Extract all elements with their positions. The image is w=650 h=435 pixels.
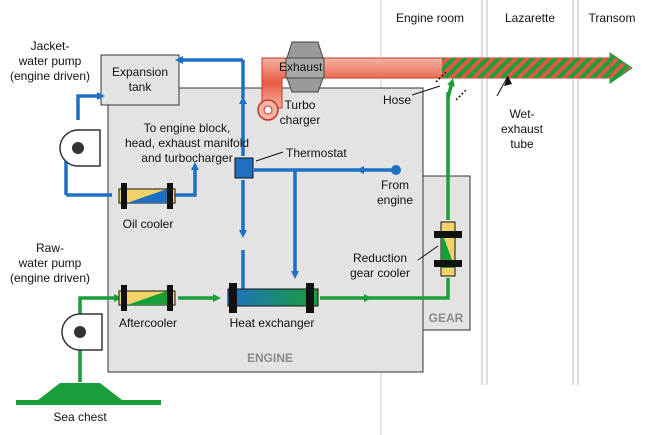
label-to-engine-3: and turbocharger	[141, 151, 232, 165]
label-exhaust: Exhaust	[279, 60, 323, 74]
label-from-engine-1: From	[381, 178, 409, 192]
label-jacket-pump-2: water pump	[18, 54, 82, 68]
label-raw-pump-3: (engine driven)	[10, 271, 90, 285]
jacket-water-pump	[59, 129, 101, 167]
expansion-tank	[100, 54, 180, 106]
label-jacket-pump-1: Jacket-	[31, 39, 70, 53]
label-heat-exchanger: Heat exchanger	[230, 316, 315, 330]
label-oil-cooler: Oil cooler	[123, 217, 174, 231]
label-turbo-1: Turbo	[285, 98, 316, 112]
label-wet-exhaust-3: tube	[510, 137, 534, 151]
zone-lazarette: Lazarette	[505, 11, 555, 25]
label-sea-chest: Sea chest	[53, 410, 107, 424]
from-engine-port	[391, 165, 401, 175]
raw-water-pump	[61, 313, 103, 351]
label-expansion-tank-2: tank	[129, 80, 153, 94]
label-expansion-tank-1: Expansion	[112, 65, 168, 79]
label-aftercooler: Aftercooler	[119, 316, 177, 330]
label-jacket-pump-3: (engine driven)	[10, 69, 90, 83]
leader-arrow	[504, 76, 512, 86]
oil-cooler	[118, 183, 176, 209]
engine-block	[107, 87, 424, 373]
aftercooler	[118, 285, 176, 311]
zone-engine-room: Engine room	[396, 11, 464, 25]
leader-lines	[255, 75, 509, 261]
label-reduction-gear-cooler-2: gear cooler	[350, 266, 410, 280]
sea-chest	[16, 383, 161, 405]
label-from-engine-2: engine	[377, 193, 413, 207]
label-reduction-gear-cooler-1: Reduction	[353, 251, 407, 265]
reduction-gear-cooler	[434, 221, 462, 277]
label-engine: ENGINE	[247, 351, 293, 365]
thermostat	[234, 157, 254, 179]
label-turbo-2: charger	[280, 113, 321, 127]
wet-exhaust-tube	[442, 58, 610, 78]
heat-exchanger	[227, 283, 319, 313]
label-to-engine-1: To engine block,	[144, 121, 231, 135]
turbocharger	[257, 41, 325, 121]
zone-labels: Engine room Lazarette Transom	[396, 11, 635, 25]
label-raw-pump-2: water pump	[18, 256, 82, 270]
zone-transom: Transom	[589, 11, 636, 25]
jacket-water-circuit	[64, 56, 395, 290]
label-wet-exhaust-2: exhaust	[501, 122, 544, 136]
label-raw-pump-1: Raw-	[36, 241, 64, 255]
label-to-engine-2: head, exhaust manifold	[125, 136, 249, 150]
label-wet-exhaust-1: Wet-	[509, 107, 534, 121]
exhaust-pipe	[261, 52, 633, 109]
exhaust-outlet-arrow	[609, 52, 633, 84]
label-gear: GEAR	[429, 311, 464, 325]
label-hose: Hose	[383, 93, 411, 107]
label-thermostat: Thermostat	[286, 146, 347, 160]
